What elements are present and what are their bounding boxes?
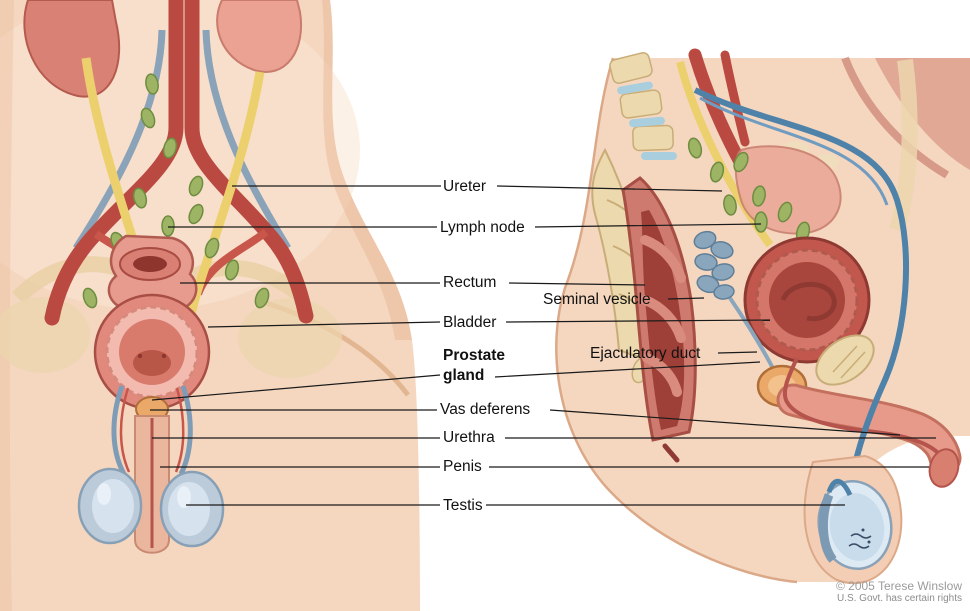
sagittal-penis [776,357,962,488]
copyright-credit: © 2005 Terese Winslow U.S. Govt. has cer… [836,579,962,605]
sagittal-testis-scrotum [803,454,903,585]
frontal-penis [134,415,170,554]
frontal-bladder [93,293,211,411]
label-ureter: Ureter [443,178,487,195]
label-vas-deferens: Vas deferens [440,401,531,418]
label-prostate-gland: Prostate gland [443,347,506,384]
label-bladder: Bladder [443,314,497,331]
sagittal-pubic-bone [815,334,875,386]
rights-line: U.S. Govt. has certain rights [836,593,962,604]
copyright-line: © 2005 Terese Winslow [835,579,962,593]
frontal-view-illustration [0,0,420,611]
label-penis: Penis [443,458,482,475]
frontal-lymph-nodes [82,73,270,309]
frontal-kidneys [23,0,303,98]
label-urethra: Urethra [443,429,495,446]
label-rectum: Rectum [443,274,497,291]
sagittal-spine [609,52,677,160]
sagittal-seminal-vesicles [693,230,735,300]
label-lymph-node: Lymph node [440,219,525,236]
frontal-testes [77,467,225,548]
label-seminal-vesicle: Seminal vesicle [543,291,651,308]
label-ejaculatory-duct: Ejaculatory duct [590,345,701,362]
frontal-sigmoid-colon [107,234,198,310]
sagittal-bladder [743,236,871,364]
sagittal-vessels [688,48,750,169]
label-testis: Testis [443,497,483,514]
